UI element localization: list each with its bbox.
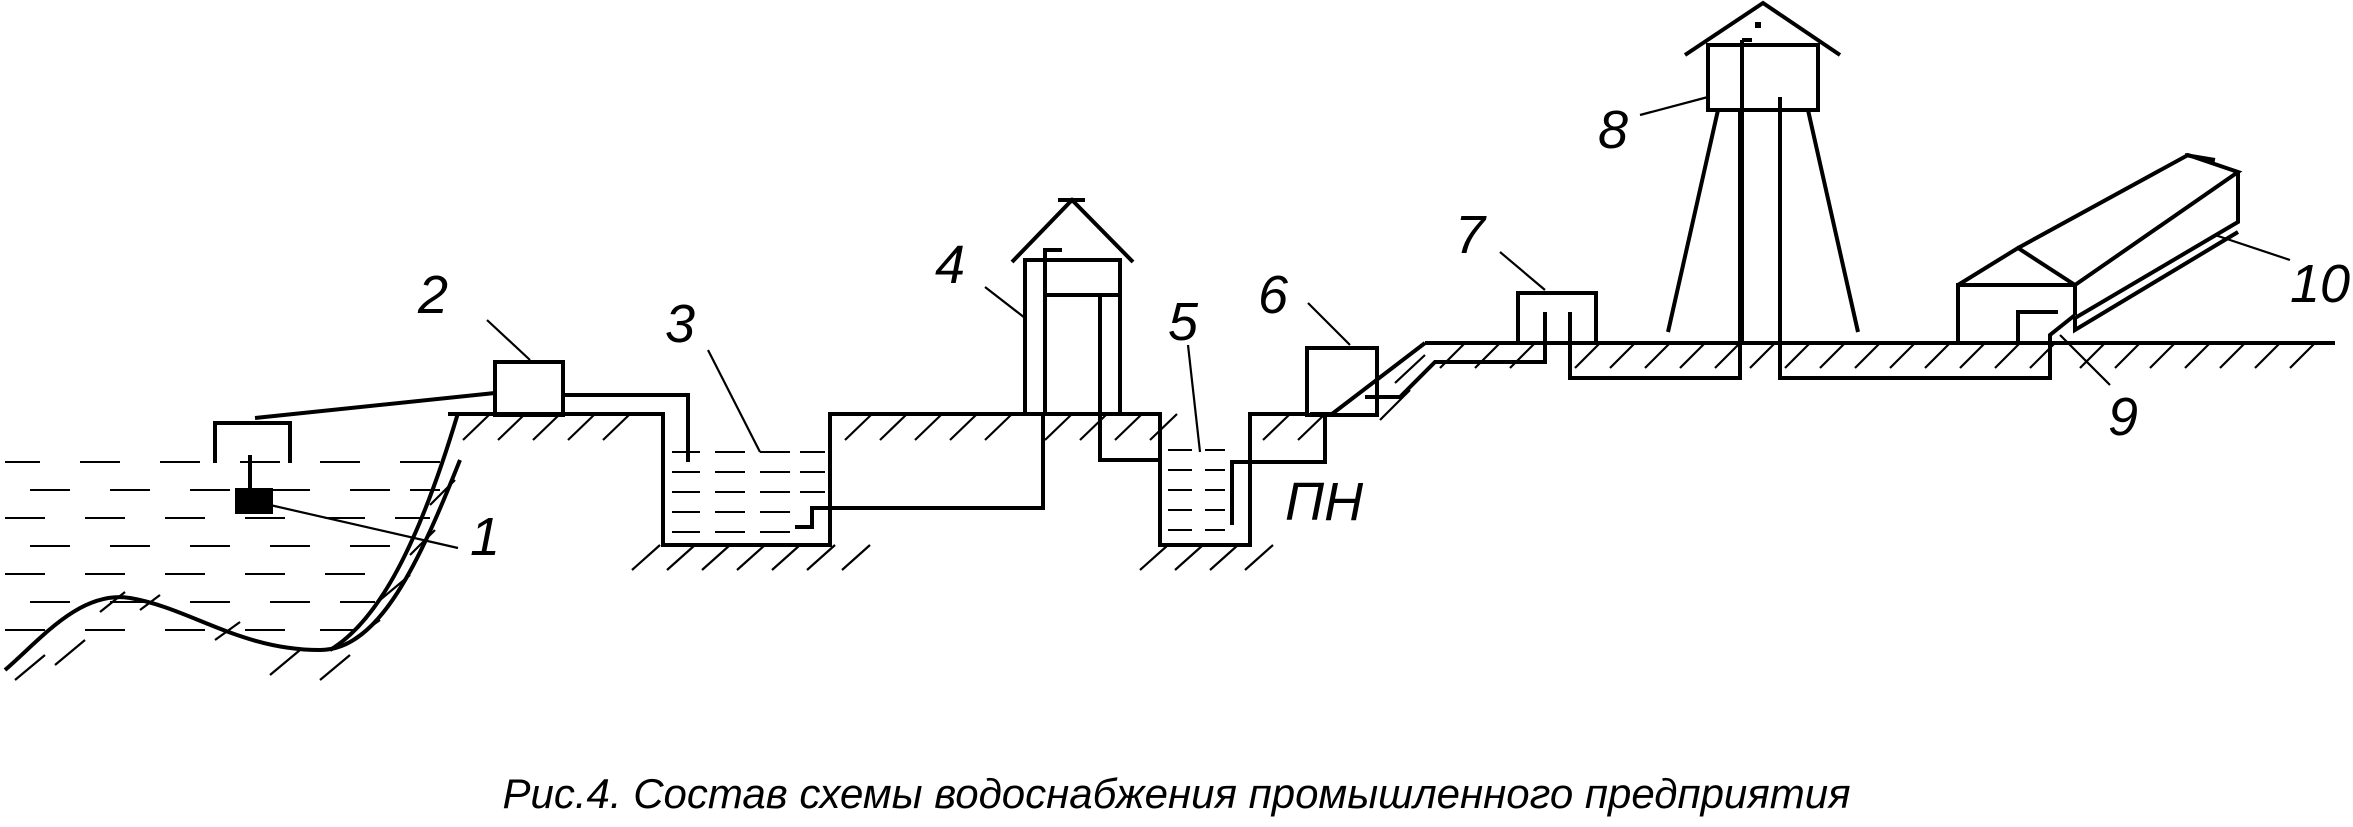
pipe-3-to-4 bbox=[795, 414, 1045, 529]
distribution-pipe bbox=[1568, 48, 2077, 380]
river-bank bbox=[328, 412, 460, 652]
label-pn: ПН bbox=[1285, 472, 1364, 532]
river-bed bbox=[3, 459, 462, 672]
pump-station-2: 2 bbox=[417, 265, 690, 462]
suction-pipe bbox=[1230, 400, 1327, 525]
label-5: 5 bbox=[1168, 292, 1199, 352]
label-4: 4 bbox=[935, 235, 965, 295]
pump-house-2 bbox=[493, 360, 565, 417]
figure-caption: Рис.4. Состав схемы водоснабжения промыш… bbox=[502, 770, 1851, 817]
building-long-side bbox=[2073, 172, 2240, 334]
label-7: 7 bbox=[1455, 205, 1487, 265]
reservoir-5: 5 ПН bbox=[1168, 292, 1364, 532]
filter-inner-pipe bbox=[1043, 248, 1062, 414]
pipe-2-to-3 bbox=[563, 393, 690, 462]
pipe-6-to-network bbox=[1365, 340, 1547, 399]
ground-left bbox=[448, 412, 1310, 547]
tower-legs bbox=[1666, 109, 1860, 333]
tower-tank-8 bbox=[1706, 43, 1820, 112]
chamber-7: 7 bbox=[1455, 205, 1598, 345]
label-6: 6 bbox=[1258, 265, 1289, 325]
label-10: 10 bbox=[2290, 254, 2350, 314]
reservoir-water bbox=[1168, 449, 1225, 531]
water-intake-1: 1 bbox=[213, 391, 500, 567]
intake-pipe bbox=[254, 391, 496, 420]
ground-left-hatch bbox=[462, 413, 1326, 571]
filter-roof bbox=[1010, 197, 1135, 264]
water-surface-lines bbox=[5, 461, 440, 631]
water-source bbox=[3, 412, 462, 681]
leader-8 bbox=[1639, 95, 1709, 117]
intake-frame bbox=[213, 421, 292, 463]
label-8: 8 bbox=[1598, 100, 1628, 160]
label-3: 3 bbox=[665, 294, 695, 354]
filter-house-4 bbox=[1023, 258, 1122, 416]
label-2: 2 bbox=[417, 265, 448, 325]
tower-roof bbox=[1683, 0, 1842, 57]
settler-water bbox=[672, 451, 825, 533]
intake-head bbox=[235, 488, 273, 514]
ground-upper-hatch bbox=[1379, 342, 2316, 421]
leader-5 bbox=[1186, 344, 1202, 453]
leader-6 bbox=[1307, 302, 1351, 346]
filter-station-4: 4 bbox=[935, 197, 1160, 462]
label-9: 9 bbox=[2108, 387, 2138, 447]
river-bed-hatch bbox=[14, 479, 456, 681]
consumer-pipe bbox=[2016, 310, 2058, 343]
label-1: 1 bbox=[470, 507, 500, 567]
leader-1 bbox=[269, 503, 459, 550]
leader-9 bbox=[2059, 334, 2111, 386]
pipe-4-to-5 bbox=[1098, 295, 1160, 462]
leader-10 bbox=[2214, 233, 2291, 262]
building-long-roof bbox=[2017, 152, 2243, 287]
leader-3 bbox=[707, 349, 761, 453]
leader-2 bbox=[486, 319, 531, 361]
leader-7 bbox=[1499, 251, 1546, 291]
consumer-10: 10 9 bbox=[1956, 152, 2350, 447]
chamber-box-7 bbox=[1516, 291, 1598, 345]
water-tower-8: 8 bbox=[1598, 0, 1860, 343]
leader-4 bbox=[984, 286, 1026, 319]
ground-slope bbox=[1310, 341, 1427, 416]
pump-station-6: 6 bbox=[1258, 265, 1379, 417]
settler-3: 3 bbox=[665, 294, 1045, 533]
